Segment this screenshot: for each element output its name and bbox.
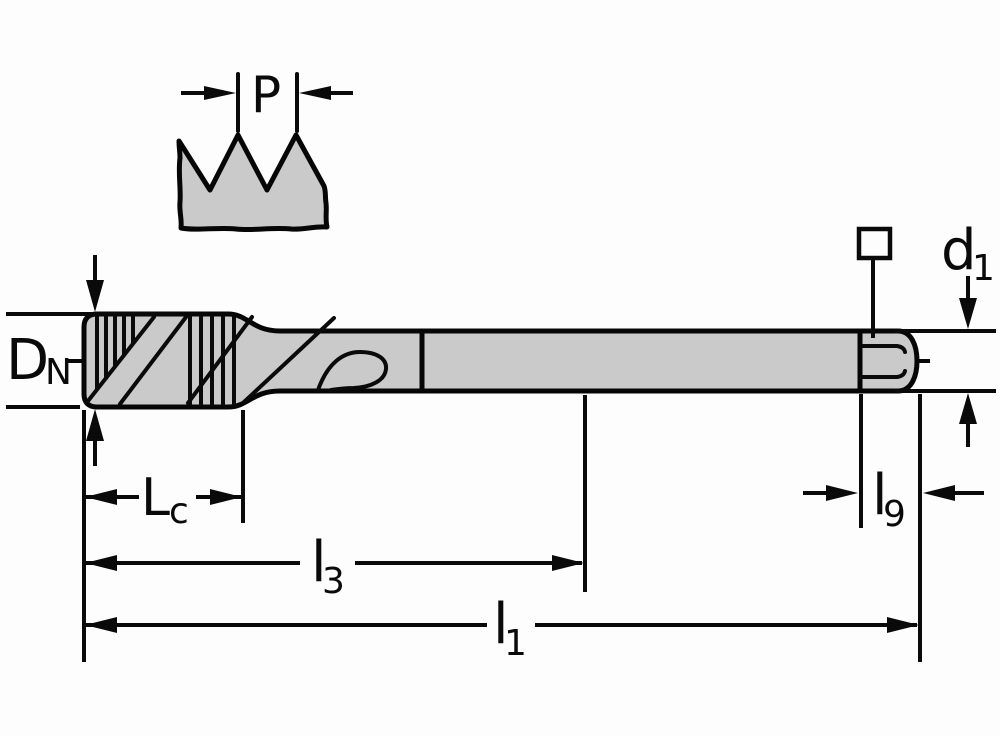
l9-label: l: [872, 463, 888, 528]
arrow-left-icon: [299, 86, 331, 100]
l3-dimension: l 3: [85, 395, 587, 602]
l1-dimension: l 1: [85, 592, 919, 664]
tap-body: [81, 311, 920, 410]
arrow-right-icon: [887, 617, 919, 633]
d1-dimension: d 1: [856, 218, 996, 447]
arrow-left-icon: [923, 485, 955, 501]
dn-label-sub: N: [45, 352, 72, 393]
arrow-down-icon: [959, 298, 977, 329]
l3-label: l: [311, 530, 327, 595]
arrow-left-icon: [85, 617, 117, 633]
arrow-right-icon: [210, 489, 242, 505]
pitch-label: P: [251, 66, 281, 124]
l9-dimension: l 9: [803, 394, 984, 662]
arrow-down-icon: [86, 280, 104, 312]
arrow-up-icon: [959, 393, 977, 424]
tap-outline: [81, 311, 920, 410]
lc-label-sub: c: [169, 491, 189, 532]
l1-label: l: [493, 592, 509, 657]
arrow-up-icon: [86, 409, 104, 441]
thread-profile-shape: [176, 132, 330, 233]
l1-label-sub: 1: [504, 623, 527, 664]
arrow-right-icon: [204, 86, 236, 100]
l9-label-sub: 9: [883, 494, 906, 535]
d1-label: d: [941, 218, 977, 283]
thread-section-hatching: [86, 315, 336, 406]
square-drive-symbol: [856, 226, 893, 261]
lc-label: L: [141, 468, 170, 528]
dn-dimension: D N: [6, 255, 180, 466]
d1-label-sub: 1: [972, 248, 995, 289]
square-drive-end: [857, 328, 907, 394]
arrow-right-icon: [552, 555, 584, 571]
dn-label: D: [6, 328, 49, 393]
l3-label-sub: 3: [322, 561, 345, 602]
arrow-right-icon: [826, 485, 858, 501]
lc-dimension: L c: [82, 410, 245, 662]
arrow-left-icon: [85, 489, 117, 505]
pitch-dimension: P: [181, 66, 353, 133]
arrow-left-icon: [85, 555, 117, 571]
flute-runout: [316, 349, 389, 392]
thread-profile-detail: P: [176, 66, 353, 233]
